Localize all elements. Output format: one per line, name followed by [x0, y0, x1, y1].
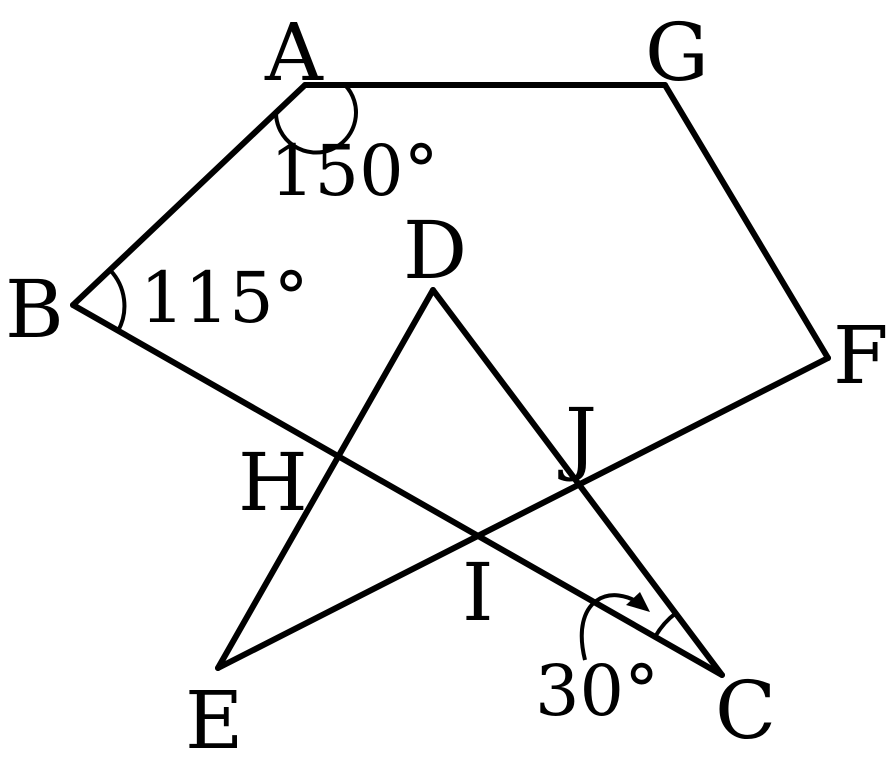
- angle-arc-A: [274, 83, 358, 155]
- segment-DC: [430, 287, 725, 678]
- segment-GF: [662, 82, 831, 361]
- segment-CB: [70, 302, 725, 678]
- label-point-G: G: [645, 6, 709, 99]
- label-point-B: B: [5, 263, 64, 356]
- label-point-E: E: [185, 674, 243, 767]
- angle-arrowhead-C: [626, 592, 650, 612]
- angle-arc-C: [653, 611, 678, 639]
- label-point-F: F: [833, 309, 889, 402]
- segment-BA: [70, 82, 308, 308]
- angle-label-A: 150°: [270, 130, 439, 212]
- label-point-J: J: [558, 391, 597, 484]
- label-point-I: I: [462, 546, 494, 639]
- angle-label-B: 115°: [140, 257, 309, 339]
- angle-arc-B: [108, 268, 127, 332]
- label-point-D: D: [403, 204, 467, 297]
- label-point-A: A: [264, 6, 324, 99]
- label-point-C: C: [715, 664, 776, 757]
- segment-ED: [215, 287, 436, 671]
- angle-label-C: 30°: [535, 650, 659, 732]
- segment-FE: [215, 355, 831, 671]
- label-point-H: H: [238, 436, 308, 529]
